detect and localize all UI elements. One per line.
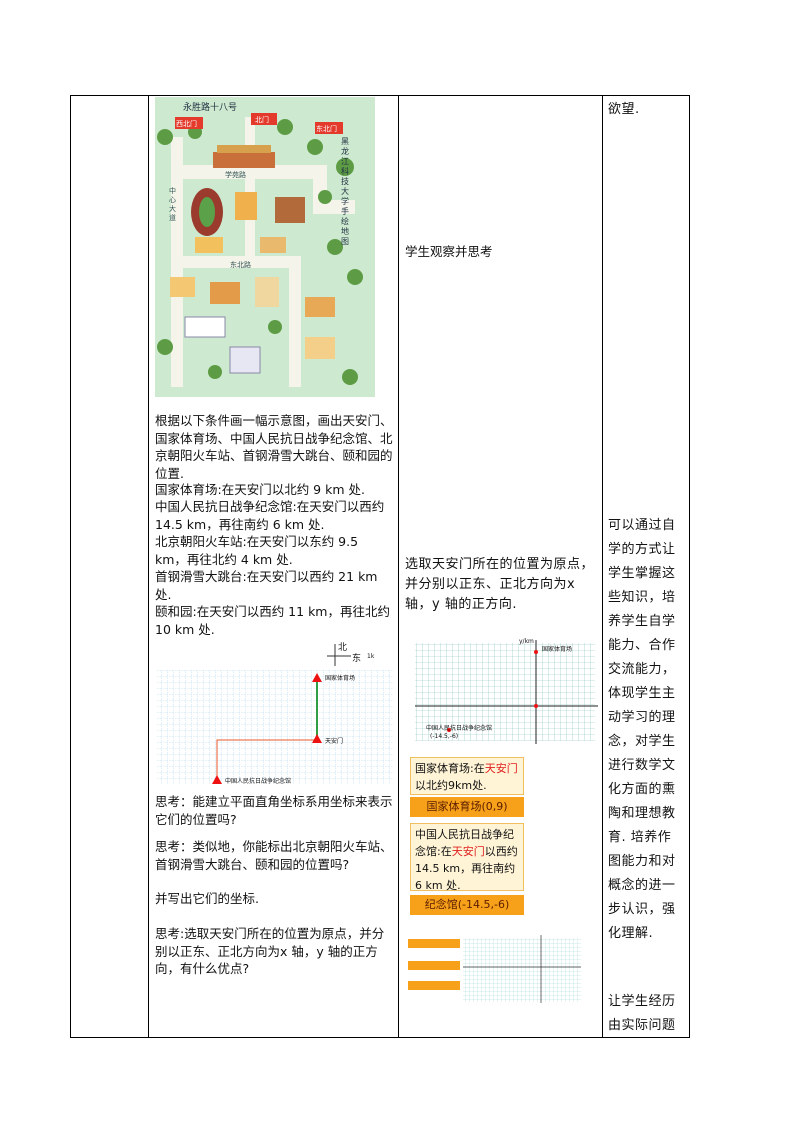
coord-label-memorial: 中国人民抗日战争纪念馆: [426, 725, 493, 732]
think-prompt-2: 思考：类似地，你能标出北京朝阳火车站、首钢滑雪大跳台、颐和园的位置吗?: [155, 839, 393, 872]
map-gate-northwest: 西北门: [176, 120, 197, 128]
coord-label-memorial-coord: (-14.5,-6): [430, 733, 459, 740]
table-border-left: [70, 95, 71, 1038]
col-d-top-text: 欲望.: [608, 102, 640, 117]
summary-thumbnail: [405, 935, 597, 1005]
table-border-right: [689, 95, 690, 1038]
think-prompt-3: 思考:选取天安门所在的位置为原点，并分别以正东、正北方向为x 轴，y 轴的正方向…: [155, 926, 385, 976]
task-item-skijump: 首钢滑雪大跳台:在天安门以西约 21 km 处.: [155, 569, 378, 602]
table-divider-1: [148, 95, 149, 1038]
map-road-xueyuan: 学苑路: [225, 171, 246, 179]
task-item-station: 北京朝阳火车站:在天安门以东约 9.5 km，再往北约 4 km 处.: [155, 534, 359, 567]
card-stadium: 国家体育场:在天安门以北约9km处.: [410, 757, 524, 795]
compass-north: 北: [338, 643, 348, 653]
origin-explanation: 选取天安门所在的位置为原点，并分别以正东、正北方向为x 轴，y 轴的正方向.: [405, 557, 595, 612]
table-border-bottom: [70, 1037, 689, 1038]
task-item-memorial: 中国人民抗日战争纪念馆:在天安门以西约 14.5 km，再往南约 6 km 处.: [155, 499, 385, 532]
map-side-title: 黑龙江科技大学手绘地图: [341, 137, 349, 246]
task-item-summer-palace: 颐和园:在天安门以西约 11 km，再往北约 10 km 处.: [155, 604, 390, 637]
card-memorial-result: 纪念馆(-14.5,-6): [410, 895, 524, 915]
observe-text: 学生观察并思考: [405, 244, 493, 259]
task-intro: 根据以下条件画一幅示意图，画出天安门、国家体育场、中国人民抗日战争纪念馆、北京朝…: [155, 413, 393, 481]
col-d-rationale: 可以通过自学的方式让学生掌握这些知识，培养学生自学能力、合作交流能力，体现学生主…: [608, 518, 676, 941]
campus-map-image: 永胜路十八号 黑龙江科技大学手绘地图 西北门 北门 东北门 中心大道 学苑路 东…: [155, 97, 375, 397]
map-title: 永胜路十八号: [183, 103, 238, 113]
table-divider-2: [398, 95, 399, 1038]
table-divider-3: [602, 95, 603, 1038]
compass-scale: 1k: [367, 653, 375, 660]
location-schematic: 北 东 1k 国家体育场 天安门 中国人民抗日战争纪念馆: [155, 640, 395, 785]
col-d-bottom-text: 让学生经历由实际问题: [608, 994, 676, 1033]
coord-label-stadium: 国家体育场: [542, 646, 573, 653]
coord-y-label: y/km: [519, 638, 534, 645]
diagram-label-stadium: 国家体育场: [325, 675, 356, 682]
map-road-dongbei: 东北路: [230, 261, 251, 269]
compass-east: 东: [352, 654, 362, 664]
map-gate-northeast: 东北门: [316, 125, 337, 133]
card-memorial: 中国人民抗日战争纪念馆:在天安门以西约14.5 km，再往南约6 km 处.: [410, 823, 524, 892]
card-stadium-result: 国家体育场(0,9): [410, 797, 524, 817]
map-road-center: 中心大道: [169, 187, 176, 222]
diagram-label-memorial: 中国人民抗日战争纪念馆: [225, 778, 292, 785]
table-border-top: [70, 95, 689, 96]
map-gate-north: 北门: [255, 116, 269, 124]
diagram-label-tiananmen: 天安门: [325, 738, 344, 745]
think-prompt-1: 思考：能建立平面直角坐标系用坐标来表示它们的位置吗?: [155, 794, 393, 827]
task-item-stadium: 国家体育场:在天安门以北约 9 km 处.: [155, 482, 365, 497]
think-prompt-2b: 并写出它们的坐标.: [155, 891, 259, 906]
coordinate-grid: y/km 国家体育场 中国人民抗日战争纪念馆 (-14.5,-6): [410, 638, 600, 746]
